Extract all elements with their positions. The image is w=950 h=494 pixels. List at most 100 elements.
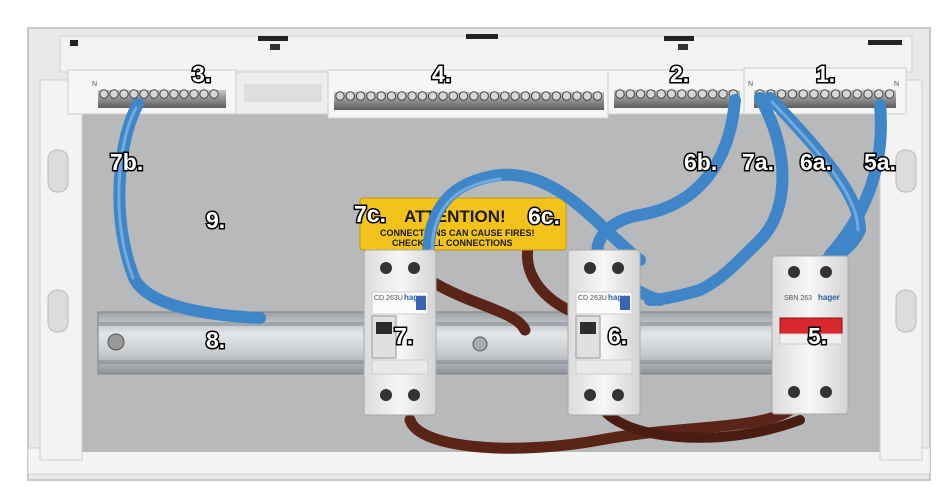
terminal-screw	[541, 91, 551, 101]
neutral-bar-4	[334, 91, 604, 110]
terminal-screw	[189, 89, 199, 99]
terminal-screw	[787, 89, 798, 99]
terminal-screw	[666, 89, 677, 99]
warning-label: ATTENTION! CONNECTIONS CAN CAUSE FIRES! …	[359, 197, 567, 251]
label-7a: 7a.	[742, 149, 774, 175]
label-6b: 6b.	[684, 149, 717, 175]
label-7: 7.	[394, 323, 413, 349]
label-7b: 7b.	[110, 149, 143, 175]
warning-line-1: CONNECTIONS CAN CAUSE FIRES!	[380, 228, 535, 238]
terminal-screw	[397, 91, 407, 101]
label-1: 1.	[816, 61, 835, 87]
terminal-screw	[820, 89, 830, 99]
terminal-screw	[109, 89, 119, 99]
terminal-screw	[635, 89, 646, 99]
label-7c: 7c.	[354, 201, 386, 227]
terminal-screw	[355, 91, 366, 101]
label-4: 4.	[432, 61, 451, 87]
terminal-screw	[438, 91, 448, 101]
neutral-bar-1	[754, 89, 896, 108]
terminal-screw	[697, 89, 708, 99]
terminal-n-marker-left: N	[92, 81, 97, 88]
callout-labels: 1. 2. 3. 4. 5. 5a. 6. 6a. 6b. 6c. 7. 7a.…	[109, 60, 898, 355]
terminal-screw	[169, 89, 179, 99]
rcd-6-model: CD 263U	[578, 295, 607, 302]
label-2: 2.	[670, 61, 689, 87]
terminal-screw	[366, 91, 376, 101]
label-6: 6.	[608, 323, 627, 349]
terminal-screw	[139, 89, 149, 99]
warning-line-2: CHECK ALL CONNECTIONS	[392, 238, 513, 248]
terminal-screw	[592, 91, 603, 101]
terminal-screw	[428, 91, 438, 101]
terminal-screw	[510, 91, 520, 101]
rcd-7-model: CD 263U	[374, 295, 403, 302]
terminal-screw	[129, 89, 139, 99]
terminal-screw	[708, 89, 718, 99]
label-9: 9.	[206, 207, 225, 233]
terminal-screw	[582, 91, 592, 101]
neutral-bar-2	[614, 89, 740, 108]
label-6a: 6a.	[800, 149, 832, 175]
terminal-screw	[159, 89, 169, 99]
terminal-n-marker-mid: N	[748, 81, 753, 88]
terminal-screw	[209, 89, 219, 99]
terminal-screw	[841, 89, 852, 99]
terminal-screw	[798, 89, 808, 99]
label-5a: 5a.	[864, 149, 896, 175]
terminal-screw	[386, 91, 397, 101]
rcd-device-7: CD 263U hager	[363, 249, 437, 416]
terminal-screw	[615, 89, 625, 99]
label-6c: 6c.	[528, 203, 560, 229]
main-switch-5: SBN 263 hager	[771, 255, 849, 415]
terminal-screw	[458, 91, 469, 101]
terminal-screw	[376, 91, 386, 101]
terminal-screw	[687, 89, 697, 99]
terminal-screw	[830, 89, 841, 99]
label-3: 3.	[192, 61, 211, 87]
warning-title: ATTENTION!	[404, 207, 506, 226]
neutral-bar-3	[98, 89, 226, 108]
terminal-screw	[852, 89, 862, 99]
terminal-screw	[874, 89, 884, 99]
terminal-screw	[677, 89, 687, 99]
side-walls	[39, 79, 923, 461]
terminal-screw	[656, 89, 666, 99]
terminal-screw	[335, 91, 345, 101]
rcd-device-6: CD 263U hager	[567, 249, 641, 416]
terminal-screw	[884, 89, 895, 99]
label-5: 5.	[808, 323, 827, 349]
terminal-screw	[572, 91, 582, 101]
terminal-screw	[345, 91, 355, 101]
terminal-screw	[551, 91, 561, 101]
rcd-7-brand: hager	[404, 293, 426, 302]
terminal-screw	[776, 89, 787, 99]
terminal-screw	[809, 89, 819, 99]
terminal-screw	[479, 91, 489, 101]
terminal-screw	[520, 91, 531, 101]
blue-wires-highlight	[117, 100, 860, 280]
terminal-screw	[149, 89, 159, 99]
terminal-screw	[469, 91, 479, 101]
din-rail	[97, 311, 799, 375]
terminal-screw	[500, 91, 510, 101]
rcd-6-brand: hager	[608, 293, 630, 302]
switch-5-brand: hager	[818, 293, 840, 302]
terminal-screw	[99, 89, 109, 99]
terminal-screw	[119, 89, 129, 99]
terminal-screw	[448, 91, 458, 101]
terminal-screw	[863, 89, 873, 99]
label-8: 8.	[206, 327, 225, 353]
terminal-screw	[561, 91, 572, 101]
terminal-screw	[646, 89, 656, 99]
switch-5-model: SBN 263	[784, 295, 812, 302]
terminal-screw	[531, 91, 541, 101]
terminal-n-marker-right: N	[894, 81, 899, 88]
terminal-screw	[625, 89, 635, 99]
terminal-screw	[407, 91, 417, 101]
terminal-screw	[179, 89, 189, 99]
terminal-screw	[718, 89, 728, 99]
terminal-screw	[489, 91, 500, 101]
terminal-screw	[417, 91, 428, 101]
